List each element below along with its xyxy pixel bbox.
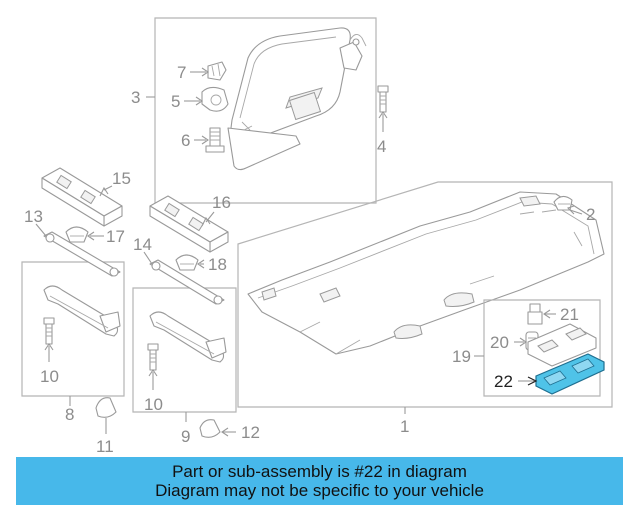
callout-20: 20: [490, 333, 509, 352]
sunvisor-group-frame: [154, 17, 377, 204]
clip-18: [175, 254, 199, 271]
callout-22: 22: [494, 372, 513, 391]
callout-2: 2: [586, 205, 595, 224]
callout-10-right: 10: [144, 395, 163, 414]
callout-11: 11: [96, 437, 114, 455]
callout-5: 5: [171, 92, 180, 111]
callout-12: 12: [241, 423, 260, 442]
callout-17: 17: [106, 227, 125, 246]
bracket-14: [149, 259, 225, 305]
cap-12: [199, 419, 221, 438]
map-lamp-group-frame: [483, 299, 601, 397]
bracket-13: [43, 231, 121, 277]
callout-6: 6: [181, 131, 190, 150]
grab-handle-9: [149, 311, 227, 363]
callout-15: 15: [112, 169, 131, 188]
info-banner: Part or sub-assembly is #22 in diagram D…: [16, 457, 623, 505]
callout-19: 19: [452, 347, 471, 366]
clip-17: [65, 226, 89, 243]
sun-visor: [227, 27, 351, 171]
clip-2: [553, 195, 573, 211]
banner-line-2: Diagram may not be specific to your vehi…: [155, 481, 484, 500]
screw-10-right: [147, 343, 159, 371]
callout-14: 14: [133, 235, 152, 254]
callout-9: 9: [181, 427, 190, 446]
callout-1: 1: [400, 417, 409, 436]
callout-7: 7: [177, 63, 186, 82]
sun-visor-bracket: [339, 34, 367, 71]
parts-diagram: 1 2 3 4 5 6 7 8 9 10 10 11 12 13 14 15 1…: [21, 17, 613, 455]
bolt-4: [377, 85, 389, 113]
banner-line-1: Part or sub-assembly is #22 in diagram: [172, 462, 467, 481]
callout-3: 3: [131, 88, 140, 107]
callout-10-left: 10: [40, 367, 59, 386]
callout-8: 8: [65, 405, 74, 424]
headliner: [247, 191, 605, 355]
callout-16: 16: [212, 193, 231, 212]
callout-18: 18: [208, 255, 227, 274]
screw-10-left: [43, 317, 55, 345]
callout-21: 21: [560, 305, 579, 324]
visor-holder-5: [201, 86, 229, 112]
cap-11: [95, 397, 117, 418]
grab-handle-8: [43, 285, 121, 337]
callout-4: 4: [377, 137, 386, 156]
clip-7: [207, 61, 227, 81]
callout-13: 13: [24, 207, 43, 226]
bracket-16: [149, 195, 229, 253]
socket-21: [527, 303, 543, 325]
lamp-lens-22: [535, 353, 605, 395]
bracket-15: [41, 167, 123, 227]
headliner-frame: [237, 181, 613, 408]
screw-6: [205, 127, 225, 153]
lamp-housing: [527, 323, 597, 367]
